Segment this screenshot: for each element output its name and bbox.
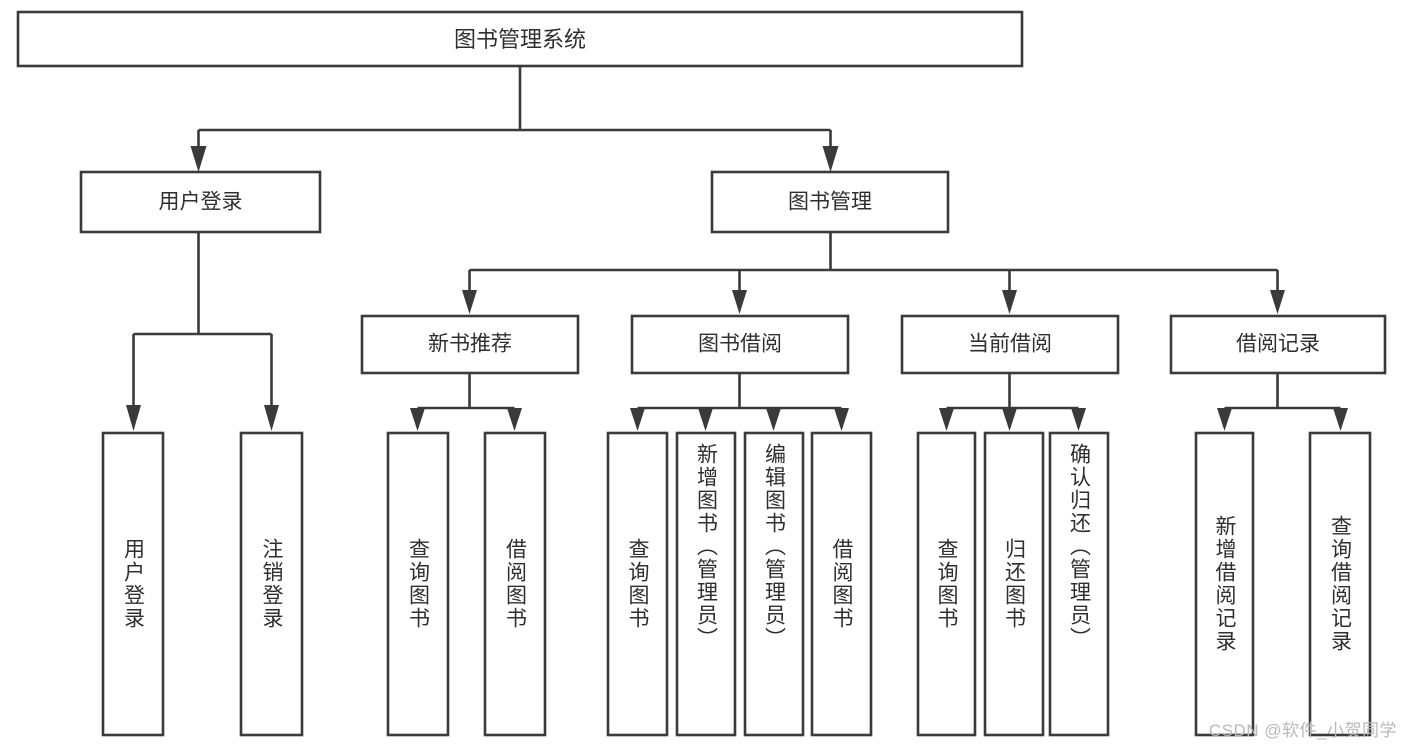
leaf-box-query-record[interactable] bbox=[1308, 431, 1372, 737]
leaf-box-return-book[interactable] bbox=[983, 431, 1045, 737]
arrow-book-borrow-leaf-1 bbox=[630, 408, 645, 431]
arrow-borrow-record-leaf-2 bbox=[1333, 408, 1348, 431]
leaf-box-edit-book[interactable] bbox=[743, 431, 805, 737]
node-root[interactable]: 图书管理系统 bbox=[16, 10, 1024, 68]
arrow-book-manage-to-current-borrow bbox=[1002, 290, 1017, 314]
watermark-text: CSDN @软件_小贺同学 bbox=[1208, 721, 1397, 740]
connector-group-book-borrow bbox=[630, 373, 849, 431]
node-current-borrow[interactable]: 当前借阅 bbox=[900, 314, 1120, 375]
node-new-book-rec-box[interactable] bbox=[360, 314, 580, 375]
leaf-box-add-book[interactable] bbox=[675, 431, 737, 737]
connector-group-borrow-record bbox=[1217, 373, 1348, 431]
arrow-new-book-rec-leaf-1 bbox=[410, 408, 425, 431]
leaf-box-query-book-borrow[interactable] bbox=[606, 431, 669, 737]
connector-group-current-borrow bbox=[939, 373, 1086, 431]
leaf-box-borrow-book[interactable] bbox=[810, 431, 873, 737]
connector-group-user-login bbox=[126, 232, 279, 431]
node-book-manage-label: 图书管理 bbox=[788, 191, 872, 214]
arrow-borrow-record-leaf-1 bbox=[1217, 408, 1232, 431]
arrow-current-borrow-leaf-2 bbox=[1002, 408, 1017, 431]
arrow-root-to-user-login bbox=[190, 146, 207, 172]
leaf-boxes bbox=[101, 431, 1372, 737]
arrow-current-borrow-leaf-1 bbox=[939, 408, 954, 431]
node-borrow-record-label: 借阅记录 bbox=[1236, 333, 1320, 356]
node-book-manage-box[interactable] bbox=[710, 170, 950, 234]
arrow-book-manage-to-book-borrow bbox=[732, 290, 747, 314]
node-root-box[interactable] bbox=[16, 10, 1024, 68]
leaf-box-confirm-return[interactable] bbox=[1048, 431, 1110, 737]
connector-group-book-manage bbox=[462, 232, 1285, 314]
node-user-login[interactable]: 用户登录 bbox=[79, 170, 322, 234]
arrow-root-to-book-manage bbox=[822, 146, 839, 172]
node-new-book-rec[interactable]: 新书推荐 bbox=[360, 314, 580, 375]
node-book-manage[interactable]: 图书管理 bbox=[710, 170, 950, 234]
arrow-book-manage-to-new-book-rec bbox=[462, 290, 477, 314]
arrow-user-login-leaf-1 bbox=[126, 405, 141, 431]
leaf-box-user-login[interactable] bbox=[101, 431, 165, 737]
node-current-borrow-box[interactable] bbox=[900, 314, 1120, 375]
node-new-book-rec-label: 新书推荐 bbox=[428, 333, 512, 356]
arrow-book-borrow-leaf-2 bbox=[698, 408, 713, 431]
leaf-box-query-book-cur[interactable] bbox=[916, 431, 977, 737]
node-user-login-label: 用户登录 bbox=[159, 191, 243, 214]
node-book-borrow-label: 图书借阅 bbox=[698, 333, 782, 356]
arrow-book-borrow-leaf-4 bbox=[834, 408, 849, 431]
leaf-box-borrow-book-rec[interactable] bbox=[483, 431, 547, 737]
arrow-book-borrow-leaf-3 bbox=[766, 408, 781, 431]
node-user-login-box[interactable] bbox=[79, 170, 322, 234]
node-book-borrow-box[interactable] bbox=[630, 314, 850, 375]
arrow-user-login-leaf-2 bbox=[264, 405, 279, 431]
leaf-box-query-book-rec[interactable] bbox=[386, 431, 450, 737]
leaf-box-add-record[interactable] bbox=[1194, 431, 1255, 737]
arrow-new-book-rec-leaf-2 bbox=[507, 408, 522, 431]
node-current-borrow-label: 当前借阅 bbox=[968, 333, 1052, 356]
connector-group-new-book-rec bbox=[410, 373, 522, 431]
connector-group-root bbox=[190, 66, 839, 172]
node-book-borrow[interactable]: 图书借阅 bbox=[630, 314, 850, 375]
leaf-box-logout[interactable] bbox=[239, 431, 304, 737]
node-borrow-record[interactable]: 借阅记录 bbox=[1169, 314, 1387, 375]
node-borrow-record-box[interactable] bbox=[1169, 314, 1387, 375]
node-root-label: 图书管理系统 bbox=[454, 27, 586, 52]
arrow-current-borrow-leaf-3 bbox=[1071, 408, 1086, 431]
arrow-book-manage-to-borrow-record bbox=[1270, 290, 1285, 314]
